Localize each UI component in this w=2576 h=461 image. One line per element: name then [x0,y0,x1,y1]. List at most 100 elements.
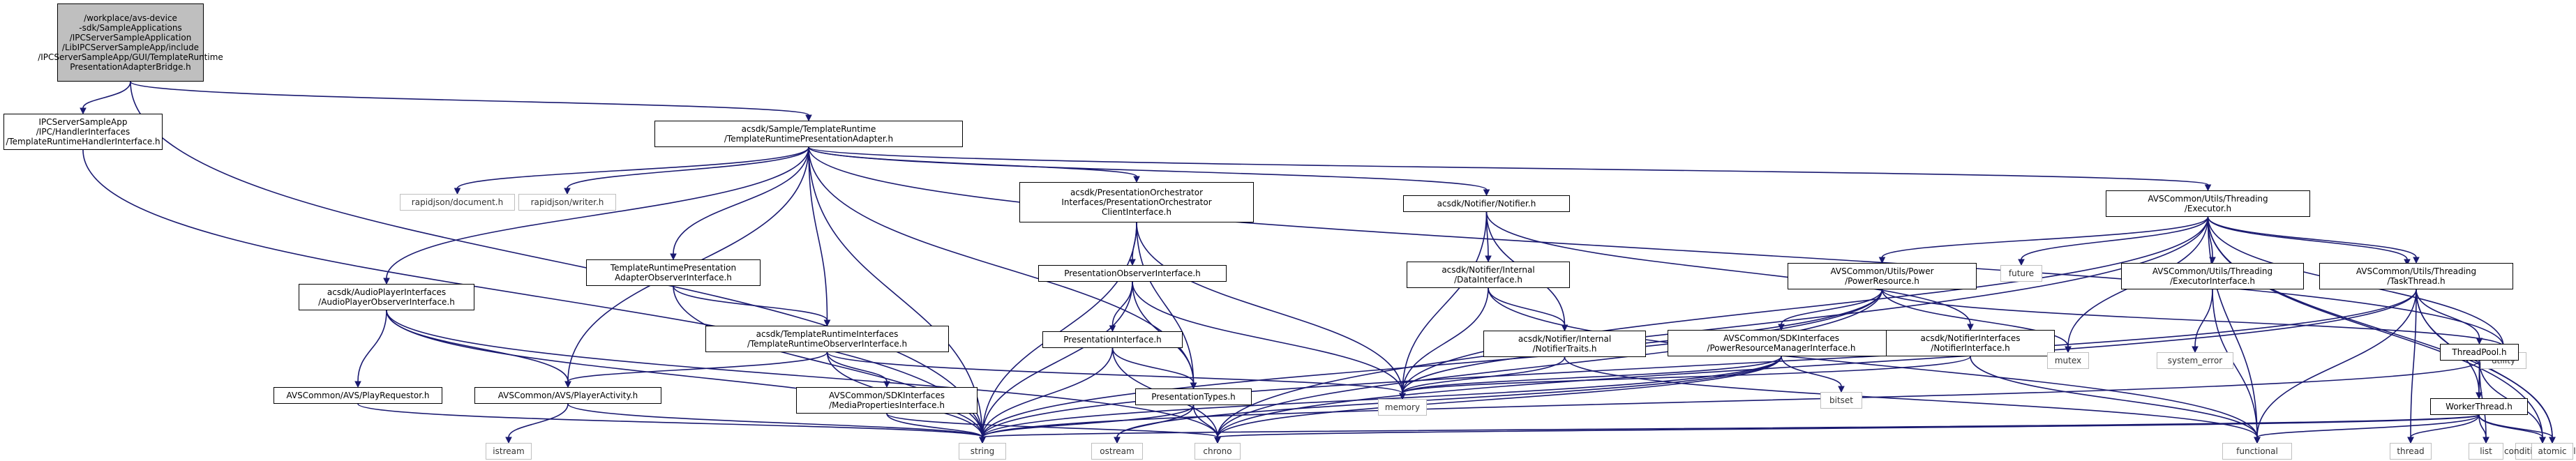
edge-line [82,149,983,438]
edge-arrowhead [454,188,461,195]
edge-line [1488,287,2258,438]
edge-line [808,146,983,438]
node-label-line: WorkerThread.h [2446,402,2513,411]
edge-line [2256,289,2417,438]
node-functional[interactable]: functional [2222,443,2292,460]
node-label-line: AVSCommon/Utils/Threading [2152,266,2273,276]
edge-datainterface-to-functional [1488,287,2261,444]
node-threadpool[interactable]: ThreadPool.h [2440,344,2519,361]
node-label-line: /PowerResource.h [1845,276,1919,286]
node-label-line: acsdk/TemplateRuntimeInterfaces [756,329,899,339]
node-label-line: rapidjson/document.h [411,197,504,207]
node-executor[interactable]: AVSCommon/Utils/Threading/Executor.h [2106,190,2310,217]
node-label-line: /MediaPropertiesInterface.h [829,400,945,410]
edge-arrowhead [1129,259,1136,266]
edge-line [1111,281,1133,326]
node-prestypes[interactable]: PresentationTypes.h [1135,388,1252,405]
node-label-line: -sdk/SampleApplications [79,23,182,33]
node-workerthread[interactable]: WorkerThread.h [2430,398,2528,415]
node-label-line: acsdk/Notifier/Internal [1441,265,1535,275]
edge-line [1217,356,1782,438]
node-handler[interactable]: IPCServerSampleApp/IPC/HandlerInterfaces… [3,114,163,150]
edge-arrowhead [1838,386,1845,393]
node-presiface[interactable]: PresentationInterface.h [1042,331,1183,348]
node-adapter[interactable]: acsdk/Sample/TemplateRuntime/TemplateRun… [654,121,963,147]
node-label-line: memory [1384,402,1421,412]
node-document[interactable]: rapidjson/document.h [400,194,515,211]
edge-trpobs-to-trobs [673,285,831,327]
edge-arrowhead [383,278,390,285]
edge-line [2194,289,2213,347]
edge-line [2410,289,2417,438]
node-ostream[interactable]: ostream [1091,443,1143,460]
edge-arrowhead [1967,324,1974,331]
node-future[interactable]: future [2000,265,2042,282]
edge-line [1564,356,2258,438]
edge-arrowhead [1133,176,1140,183]
edge-line [982,347,1114,438]
node-bitset[interactable]: bitset [1820,392,1862,409]
edge-line [1402,356,1566,394]
node-label-line: functional [2236,446,2278,456]
node-label-line: acsdk/Notifier/Internal [1518,334,1612,344]
node-label-line: /IPCServerSampleApplication [69,33,192,43]
edge-arrowhead [2407,437,2414,444]
edge-arrowhead [1214,437,1221,444]
edge-line [508,403,569,438]
edge-arrowhead [670,253,677,261]
edge-line [808,146,1488,190]
node-string[interactable]: string [959,443,1006,460]
node-writer[interactable]: rapidjson/writer.h [518,194,616,211]
node-taskthread[interactable]: AVSCommon/Utils/Threading/TaskThread.h [2319,263,2513,289]
node-label-line: acsdk/PresentationOrchestrator [1070,188,1204,197]
edge-audioobs-to-playact [386,310,571,388]
node-istream[interactable]: istream [486,443,532,460]
node-playreq[interactable]: AVSCommon/AVS/PlayRequestor.h [274,387,442,404]
edge-trpobs-to-string [673,285,986,444]
edge-trobs-to-playact [564,352,828,388]
edge-workerthread-to-string [979,414,2480,444]
node-label-line: rapidjson/writer.h [530,197,604,207]
node-execiface[interactable]: AVSCommon/Utils/Threading/ExecutorInterf… [2121,263,2304,289]
edge-root-to-adapter [130,81,812,122]
node-label-line: /NotifierInterface.h [1931,343,2010,353]
node-label-line: ostream [1100,446,1135,456]
node-memory[interactable]: memory [1378,399,1427,416]
edge-adapter-to-writer [564,146,809,195]
node-presobs[interactable]: PresentationObserverInterface.h [1038,265,1227,282]
node-label-line: Interfaces/PresentationOrchestrator [1061,197,1212,207]
node-chrono[interactable]: chrono [1195,443,1241,460]
node-system-error[interactable]: system_error [2157,352,2233,369]
node-label-line: /ExecutorInterface.h [2169,276,2256,286]
node-thread[interactable]: thread [2390,443,2432,460]
node-notifiertraits[interactable]: acsdk/Notifier/Internal/NotifierTraits.h [1483,331,1646,357]
edge-arrowhead [564,188,571,195]
node-mutex[interactable]: mutex [2047,352,2089,369]
edge-line [673,285,983,438]
edge-line [1111,347,1195,384]
node-label-line: ClientInterface.h [1102,207,1171,217]
edge-line [1116,356,1782,438]
node-label-line: PresentationObserverInterface.h [1064,269,1201,278]
node-notifier[interactable]: acsdk/Notifier/Notifier.h [1403,195,1570,212]
node-notifieriface[interactable]: acsdk/NotifierInterfaces/NotifierInterfa… [1886,330,2055,356]
node-playact[interactable]: AVSCommon/AVS/PlayerActivity.h [474,387,661,404]
node-powermgr[interactable]: AVSCommon/SDKInterfaces/PowerResourceMan… [1668,330,1895,356]
node-atomic[interactable]: atomic [2531,443,2573,460]
node-power[interactable]: AVSCommon/Utils/Power/PowerResource.h [1788,263,1977,289]
edge-arrowhead [805,114,812,122]
edge-arrowhead [1114,437,1121,444]
edge-line [2207,216,2408,260]
edge-workerthread-to-thread [2407,414,2480,444]
edge-presobs-to-presiface [1109,281,1133,333]
node-trobs[interactable]: acsdk/TemplateRuntimeInterfaces/Template… [705,326,949,352]
node-audioobs[interactable]: acsdk/AudioPlayerInterfaces/AudioPlayerO… [299,284,474,310]
node-mediaprops[interactable]: AVSCommon/SDKInterfaces/MediaPropertiesI… [796,387,978,414]
edge-arrowhead [823,319,831,327]
node-label-line: /DataInterface.h [1454,275,1522,285]
node-list[interactable]: list [2469,443,2503,460]
node-datainterface[interactable]: acsdk/Notifier/Internal/DataInterface.h [1407,262,1570,288]
edge-arrowhead [1190,382,1197,390]
